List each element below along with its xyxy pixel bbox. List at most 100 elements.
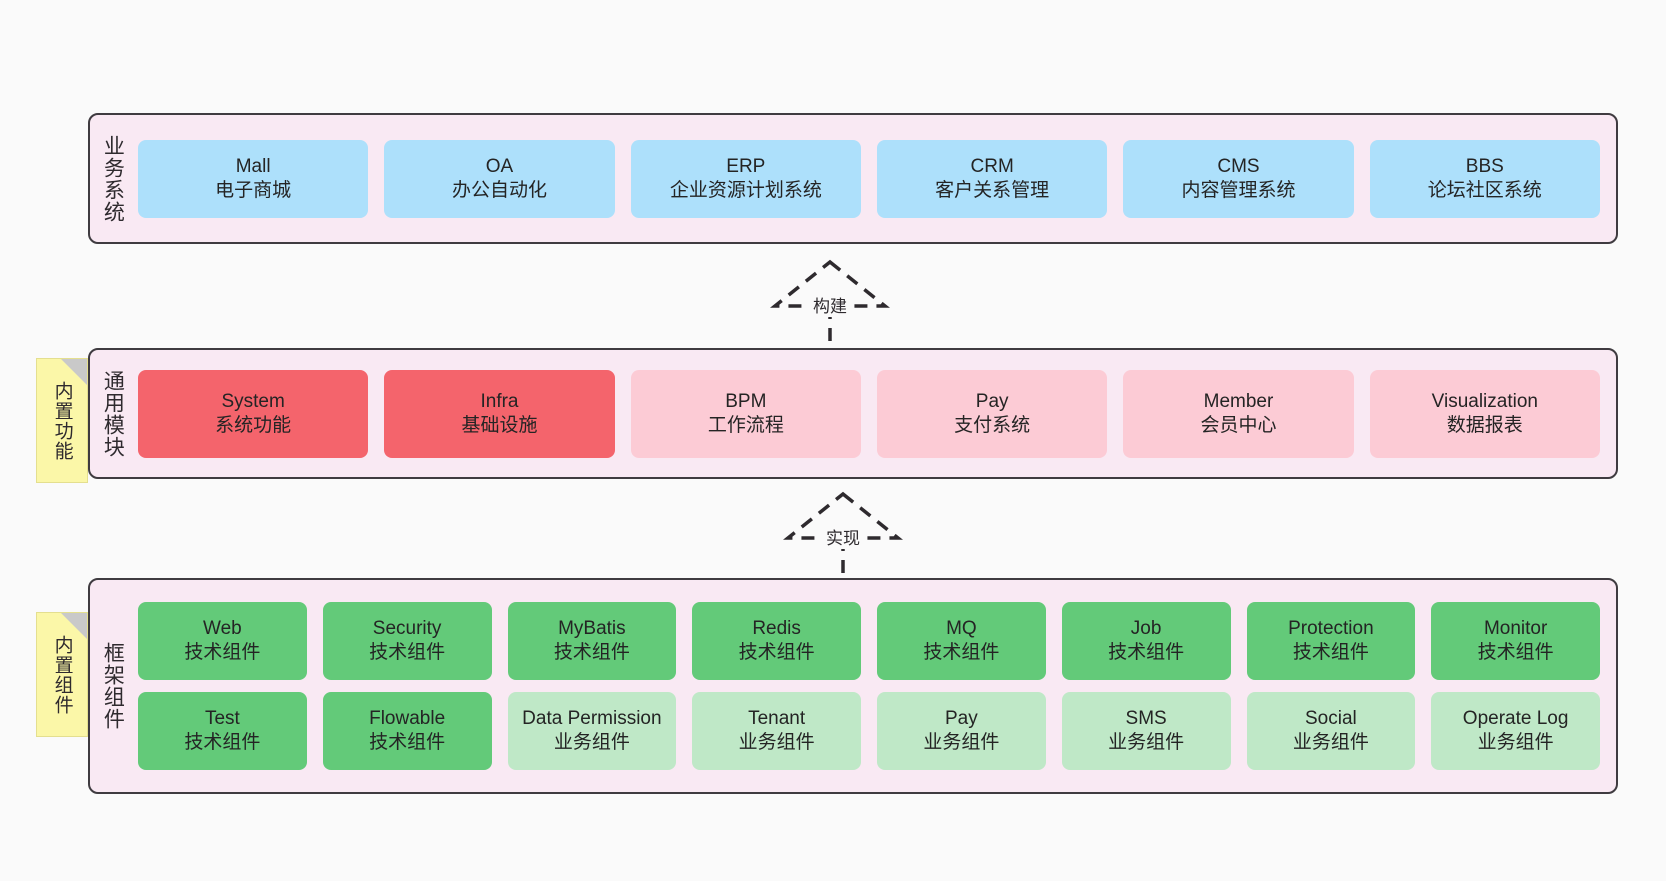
node-social-en: Social [1305,708,1357,730]
node-mybatis-en: MyBatis [558,618,626,640]
node-cms[interactable]: CMS 内容管理系统 [1123,139,1354,218]
node-redis-en: Redis [752,618,801,640]
node-erp-cn: 企业资源计划系统 [669,179,822,201]
node-pay-module-cn: 支付系统 [954,414,1031,436]
node-protection-cn: 技术组件 [1292,642,1369,663]
node-pay-module[interactable]: Pay 支付系统 [876,369,1108,458]
node-oa[interactable]: OA 办公自动化 [384,139,615,218]
node-visualization-en: Visualization [1431,390,1538,412]
node-social[interactable]: Social 业务组件 [1246,692,1416,770]
node-job-cn: 技术组件 [1108,642,1185,663]
node-pay-component[interactable]: Pay 业务组件 [877,692,1046,770]
framework-row-business: Test 技术组件 Flowable 技术组件 Data Permission … [138,692,1600,770]
node-bbs-en: BBS [1465,155,1504,177]
layer-business-nodes: Mall 电子商城 OA 办公自动化 ERP 企业资源计划系统 CRM 客户关系… [134,115,1616,242]
node-infra[interactable]: Infra 基础设施 [384,369,615,458]
node-web[interactable]: Web 技术组件 [138,602,307,680]
node-bpm[interactable]: BPM 工作流程 [630,369,861,458]
node-crm-en: CRM [970,155,1014,177]
sticky-note-builtin-components-text: 内置组件 [51,634,73,715]
sticky-fold-corner-icon [61,359,87,385]
node-security-en: Security [372,618,442,640]
node-redis[interactable]: Redis 技术组件 [692,602,861,680]
node-mall[interactable]: Mall 电子商城 [138,139,369,218]
node-tenant[interactable]: Tenant 业务组件 [692,692,861,770]
node-erp-en: ERP [726,155,766,177]
sticky-note-builtin-features-text: 内置功能 [51,380,73,461]
node-data-permission-en: Data Permission [522,708,662,730]
layer-common-modules[interactable]: 通用模块 System 系统功能 Infra 基础设施 BPM 工作流程 Pay… [88,348,1618,479]
node-mq-en: MQ [946,618,977,640]
layer-framework-components-caption: 框架组件 [101,642,125,730]
node-crm-cn: 客户关系管理 [935,179,1050,201]
node-visualization[interactable]: Visualization 数据报表 [1369,369,1600,458]
node-pay-component-en: Pay [945,708,978,730]
node-test[interactable]: Test 技术组件 [138,692,307,770]
node-infra-cn: 基础设施 [461,414,538,436]
connector-implement-label: 实现 [823,524,863,549]
node-system-cn: 系统功能 [215,414,292,436]
node-bpm-en: BPM [725,390,767,412]
node-security-cn: 技术组件 [369,642,446,663]
node-tenant-en: Tenant [748,708,806,730]
node-monitor-cn: 技术组件 [1477,642,1554,663]
framework-row-tech: Web 技术组件 Security 技术组件 MyBatis 技术组件 Redi… [138,602,1600,680]
node-operate-log-en: Operate Log [1462,708,1569,730]
node-job-en: Job [1130,618,1162,640]
connector-implement: 实现 [768,490,918,580]
sticky-note-builtin-components[interactable]: 内置组件 [36,612,88,737]
node-mybatis-cn: 技术组件 [553,642,630,663]
node-infra-en: Infra [480,390,519,412]
node-sms-en: SMS [1125,708,1167,730]
node-test-cn: 技术组件 [184,732,261,753]
node-system[interactable]: System 系统功能 [138,369,369,458]
layer-common-modules-caption: 通用模块 [101,369,125,458]
node-flowable-cn: 技术组件 [369,732,446,753]
node-member[interactable]: Member 会员中心 [1123,369,1354,458]
node-data-permission[interactable]: Data Permission 业务组件 [507,692,677,770]
node-cms-cn: 内容管理系统 [1181,179,1296,201]
node-member-en: Member [1203,390,1274,412]
sticky-note-builtin-features[interactable]: 内置功能 [36,358,88,483]
layer-business-systems[interactable]: 业务系统 Mall 电子商城 OA 办公自动化 ERP 企业资源计划系统 CRM… [88,113,1618,244]
node-monitor-en: Monitor [1483,618,1548,640]
node-redis-cn: 技术组件 [738,642,815,663]
layer-framework-components[interactable]: 框架组件 Web 技术组件 Security 技术组件 MyBatis 技术组件… [88,578,1618,794]
node-protection[interactable]: Protection 技术组件 [1246,602,1416,680]
node-system-en: System [221,390,285,412]
node-erp[interactable]: ERP 企业资源计划系统 [630,139,861,218]
node-protection-en: Protection [1288,618,1374,640]
node-crm[interactable]: CRM 客户关系管理 [876,139,1108,218]
connector-build-label: 构建 [810,292,850,317]
node-operate-log[interactable]: Operate Log 业务组件 [1431,692,1600,770]
node-security[interactable]: Security 技术组件 [322,602,492,680]
node-pay-component-cn: 业务组件 [923,732,1000,753]
node-pay-module-en: Pay [975,390,1009,412]
node-sms[interactable]: SMS 业务组件 [1061,692,1231,770]
node-flowable[interactable]: Flowable 技术组件 [322,692,492,770]
node-flowable-en: Flowable [369,708,446,730]
node-mq[interactable]: MQ 技术组件 [877,602,1046,680]
node-mall-cn: 电子商城 [215,179,292,201]
node-oa-cn: 办公自动化 [451,179,547,201]
node-cms-en: CMS [1217,155,1260,177]
layer-framework-components-grid: Web 技术组件 Security 技术组件 MyBatis 技术组件 Redi… [134,580,1616,792]
node-bbs[interactable]: BBS 论坛社区系统 [1369,139,1600,218]
node-sms-cn: 业务组件 [1108,732,1185,753]
node-web-cn: 技术组件 [184,642,261,663]
node-test-en: Test [204,708,240,730]
node-member-cn: 会员中心 [1200,414,1277,436]
node-monitor[interactable]: Monitor 技术组件 [1431,602,1600,680]
node-visualization-cn: 数据报表 [1446,414,1523,436]
node-mq-cn: 技术组件 [923,642,1000,663]
node-mall-en: Mall [235,155,271,177]
node-mybatis[interactable]: MyBatis 技术组件 [507,602,677,680]
node-tenant-cn: 业务组件 [738,732,815,753]
sticky-fold-corner-icon [61,613,87,639]
node-operate-log-cn: 业务组件 [1477,732,1554,753]
node-oa-en: OA [485,155,514,177]
layer-business-caption: 业务系统 [101,134,125,223]
node-social-cn: 业务组件 [1292,732,1369,753]
node-job[interactable]: Job 技术组件 [1061,602,1231,680]
